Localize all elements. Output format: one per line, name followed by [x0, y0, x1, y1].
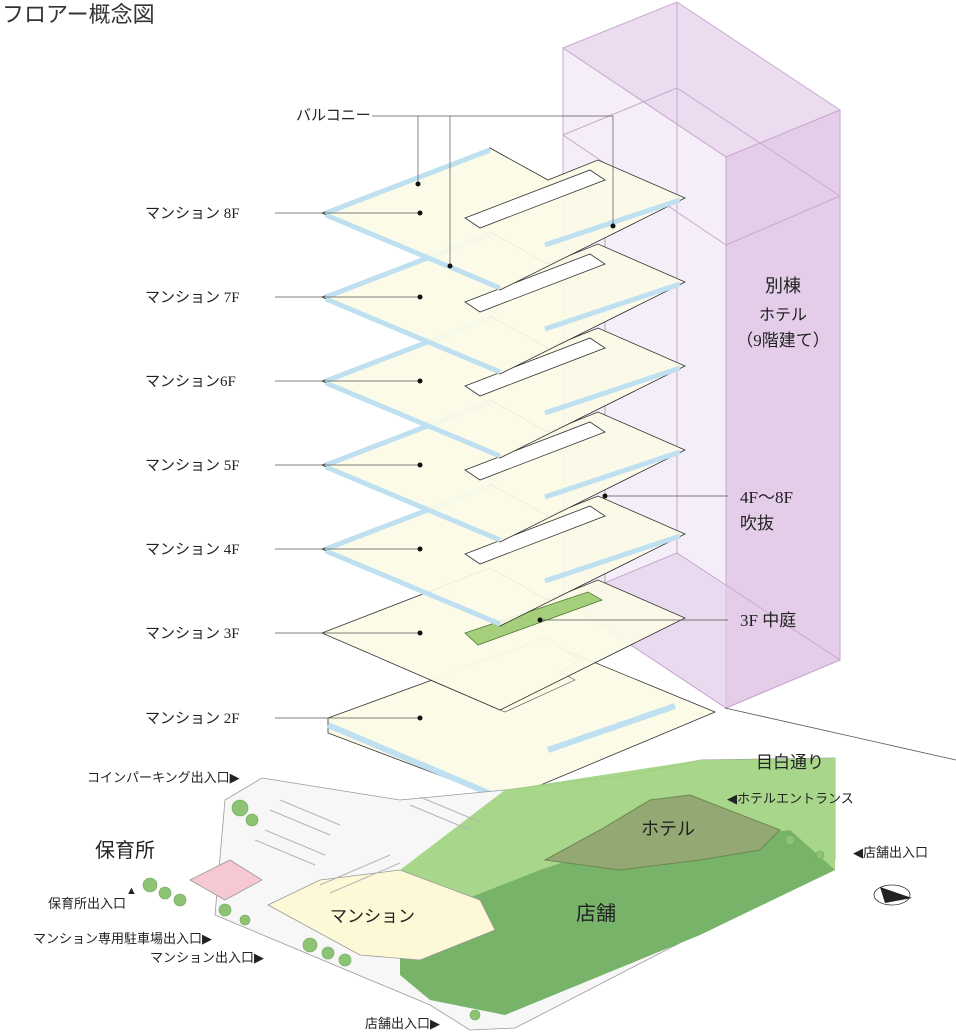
mansion-parking-label: マンション専用駐車場出入口▶ — [33, 931, 212, 946]
floor-label-2f: マンション 2F — [145, 711, 240, 727]
hotel-ground-label: ホテル — [641, 819, 695, 839]
annex-label-line2: ホテル — [759, 307, 807, 324]
floor-plate-3f — [320, 567, 686, 711]
nursery-label: 保育所 — [95, 839, 155, 862]
courtyard-label: 3F 中庭 — [740, 611, 796, 630]
leader-lines — [275, 115, 728, 719]
nursery-entrance-arrow-icon: ▲ — [126, 885, 137, 897]
coin-parking-label: コインパーキング出入口▶ — [87, 770, 240, 785]
floor-label-3f: マンション 3F — [145, 626, 240, 642]
floor-label-4f: マンション 4F — [145, 542, 240, 558]
balcony-label: バルコニー — [296, 108, 371, 124]
shop-entrance-right-label: ◀店舗出入口 — [853, 845, 928, 860]
mansion-ground-label: マンション — [330, 907, 415, 926]
floor-label-8f: マンション 8F — [145, 206, 240, 222]
floor-label-7f: マンション 7F — [145, 290, 240, 306]
ground-site-plan — [142, 757, 912, 1031]
void-label-line2: 吹抜 — [740, 514, 774, 533]
nursery-entrance-label: 保育所出入口 — [48, 896, 126, 911]
annex-label-line1: 別棟 — [765, 276, 801, 296]
floor-plate-6f — [320, 315, 686, 459]
floor-stack — [320, 147, 717, 803]
leader-dots — [415, 181, 616, 721]
floor-label-5f: マンション 5F — [145, 458, 240, 474]
floor-label-6f: マンション6F — [145, 374, 236, 390]
street-label: 目白通り — [756, 753, 824, 772]
annex-label-line3: （9階建て） — [736, 331, 830, 350]
shop-entrance-bottom-label: 店舗出入口▶ — [365, 1016, 440, 1031]
floor-labels: マンション 2F マンション 3F マンション 4F マンション 5F マンション6F マ… — [145, 206, 240, 727]
page-title: フロアー概念図 — [2, 2, 155, 27]
floor-plate-8f — [320, 147, 686, 291]
mansion-entrance-label: マンション出入口▶ — [150, 950, 264, 965]
void-label-line1: 4F〜8F — [740, 488, 793, 507]
north-compass-icon — [873, 884, 912, 906]
ground-reference-line — [724, 707, 956, 761]
shop-ground-label: 店舗 — [576, 902, 616, 925]
hotel-entrance-label: ◀ホテルエントランス — [727, 791, 854, 806]
